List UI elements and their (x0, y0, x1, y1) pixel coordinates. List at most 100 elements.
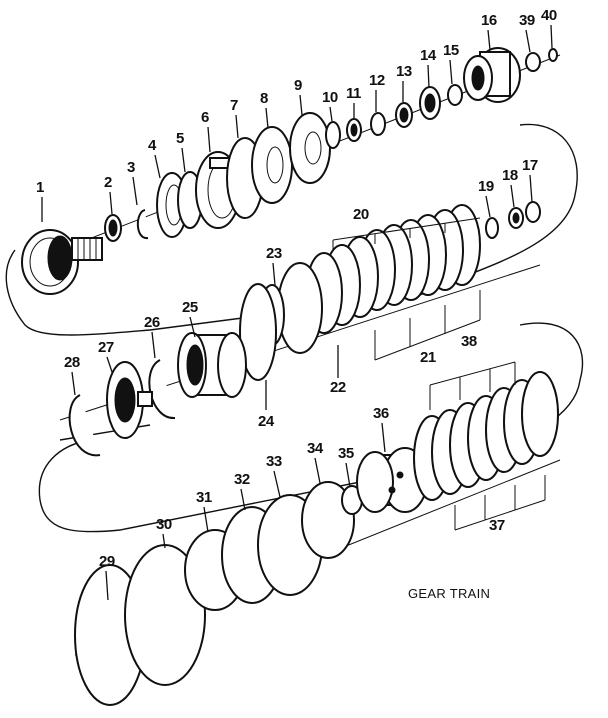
leader-line-33 (273, 470, 281, 498)
leader-line-34 (314, 457, 321, 484)
callout-6: 6 (201, 109, 209, 126)
leader-line-2 (109, 191, 113, 215)
leader-line-35 (345, 462, 351, 488)
callout-9: 9 (294, 77, 302, 94)
part-2-bearing (104, 214, 122, 242)
leader-line-26 (151, 331, 156, 359)
part-25-drum (177, 332, 247, 398)
callout-10: 10 (322, 89, 338, 106)
part-36-hub (356, 447, 428, 513)
part-11-bearing (346, 118, 362, 142)
leader-line-31 (203, 506, 209, 533)
callout-20: 20 (353, 206, 369, 223)
callout-16: 16 (481, 12, 497, 29)
part-1-drum (21, 229, 103, 295)
callout-29: 29 (99, 553, 115, 570)
part-3-snap-ring (136, 209, 149, 239)
callout-39: 39 (519, 12, 535, 29)
leader-line-4 (154, 154, 161, 179)
leader-line-29 (105, 570, 109, 601)
callout-40: 40 (541, 7, 557, 24)
leader-lines (41, 24, 553, 601)
leader-line-23 (272, 262, 276, 286)
callout-32: 32 (234, 471, 250, 488)
callout-35: 35 (338, 445, 354, 462)
callout-3: 3 (127, 159, 135, 176)
callout-18: 18 (502, 167, 518, 184)
part-28-snap-ring (68, 394, 101, 457)
part-15-washer (447, 84, 463, 106)
clutch-pack-37-38 (413, 371, 559, 501)
clutch-pack-20-21 (305, 204, 481, 334)
leader-line-6 (207, 126, 211, 153)
callout-30: 30 (156, 516, 172, 533)
part-40-ring (548, 48, 558, 62)
part-14-gear (419, 86, 441, 120)
part-19-washer (485, 217, 499, 239)
bracket-lines (332, 217, 546, 531)
callout-25: 25 (182, 299, 198, 316)
leader-line-9 (299, 94, 303, 116)
leader-line-27 (106, 356, 113, 373)
leader-line-14 (427, 64, 430, 89)
part-8-disc (251, 126, 293, 204)
part-17-washer (525, 201, 541, 223)
part-24-ring (239, 283, 277, 381)
leader-line-18 (510, 184, 515, 208)
callout-8: 8 (260, 90, 268, 107)
diagram-caption: GEAR TRAIN (408, 586, 490, 601)
callout-17: 17 (522, 157, 538, 174)
callout-36: 36 (373, 405, 389, 422)
callout-5: 5 (176, 130, 184, 147)
top-row-parts (21, 47, 558, 295)
leader-line-40 (550, 24, 553, 49)
leader-line-19 (485, 195, 491, 218)
callout-34: 34 (307, 440, 324, 457)
callout-11: 11 (346, 85, 361, 102)
part-10-washer (325, 121, 341, 149)
part-13-bearing (395, 102, 413, 128)
leader-line-15 (449, 59, 453, 85)
callout-22: 22 (330, 379, 346, 396)
leader-line-32 (240, 488, 246, 511)
callout-28: 28 (64, 354, 80, 371)
callout-13: 13 (396, 63, 412, 80)
second-row-parts (239, 201, 541, 381)
leader-line-10 (329, 106, 333, 122)
callout-12: 12 (369, 72, 385, 89)
leader-line-17 (529, 174, 533, 203)
leader-line-3 (132, 176, 138, 206)
part-26-snap-ring (148, 359, 176, 420)
leader-line-8 (265, 107, 269, 129)
leader-line-7 (235, 114, 239, 139)
leader-line-5 (181, 147, 186, 173)
callout-24: 24 (258, 413, 275, 430)
callout-27: 27 (98, 339, 114, 356)
part-12-washer (370, 112, 386, 136)
part-18-bearing (508, 207, 524, 229)
callout-26: 26 (144, 314, 160, 331)
callout-37: 37 (489, 517, 505, 534)
callout-23: 23 (266, 245, 282, 262)
callout-31: 31 (196, 489, 212, 506)
callout-7: 7 (230, 97, 238, 114)
callout-19: 19 (478, 178, 494, 195)
part-34-plate (301, 481, 355, 559)
callout-1: 1 (36, 179, 44, 196)
part-9-disc (289, 112, 331, 184)
leader-line-36 (381, 422, 386, 453)
callout-15: 15 (443, 42, 459, 59)
leader-line-28 (71, 371, 76, 396)
callout-21: 21 (420, 349, 436, 366)
callout-33: 33 (266, 453, 282, 470)
part-16-gear-drum (463, 47, 521, 103)
leader-line-16 (487, 29, 491, 51)
callout-38: 38 (461, 333, 477, 350)
leader-line-30 (162, 533, 166, 549)
leader-line-39 (525, 29, 531, 53)
leader-line-25 (189, 316, 196, 338)
third-row-parts (68, 332, 247, 457)
